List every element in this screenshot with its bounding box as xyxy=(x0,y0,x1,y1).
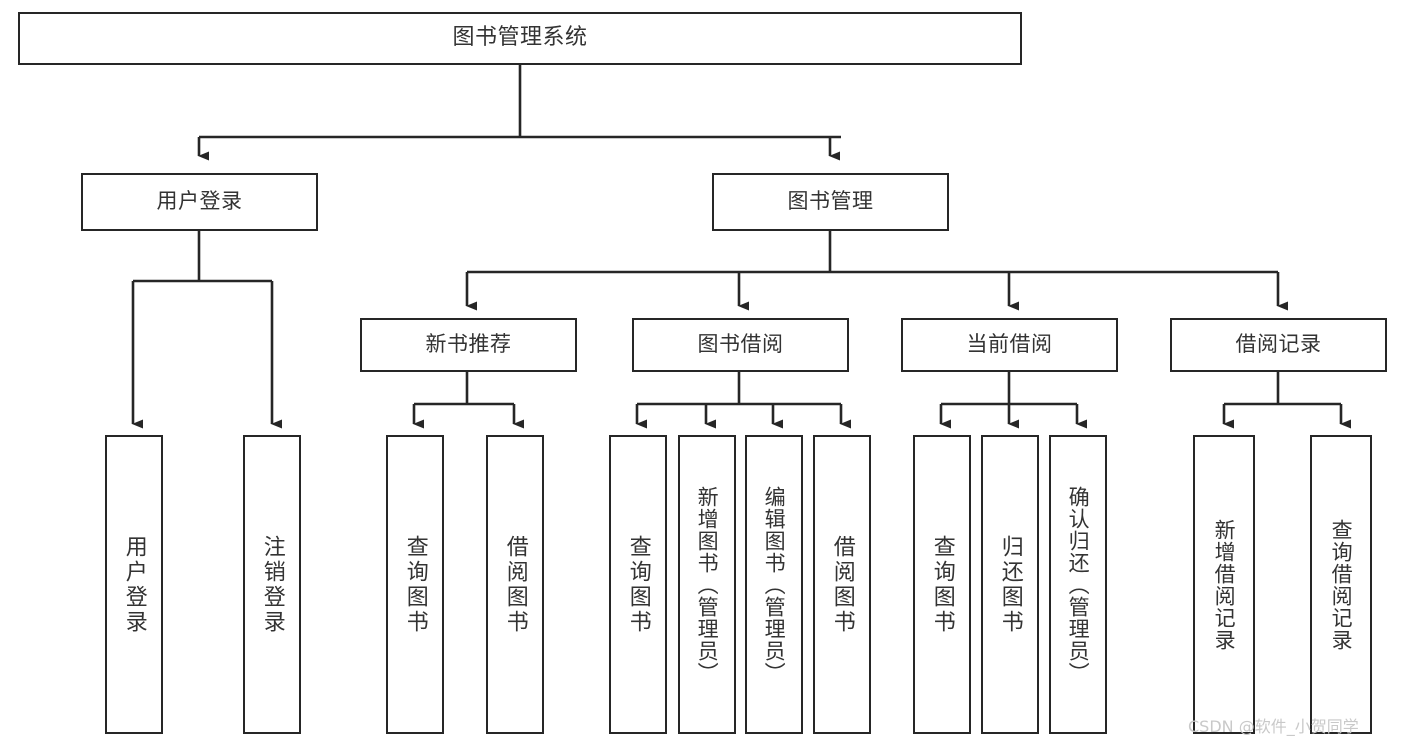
leaf-borrow-add-book-admin[interactable]: 新增图书（管理员） xyxy=(678,435,736,734)
node-label: 注销登录 xyxy=(259,534,285,635)
node-label: 新书推荐 xyxy=(425,332,512,357)
node-label: 确认归还（管理员） xyxy=(1066,485,1091,684)
node-label: 借阅记录 xyxy=(1235,332,1322,357)
leaf-borrow-borrow-book[interactable]: 借阅图书 xyxy=(813,435,871,734)
node-new-book-recommend[interactable]: 新书推荐 xyxy=(360,318,577,372)
node-book-management[interactable]: 图书管理 xyxy=(712,173,949,231)
node-book-borrow[interactable]: 图书借阅 xyxy=(632,318,849,372)
leaf-current-return-book[interactable]: 归还图书 xyxy=(981,435,1039,734)
node-root-system[interactable]: 图书管理系统 xyxy=(18,12,1022,65)
node-label: 图书管理 xyxy=(787,189,874,214)
leaf-user-login-logout[interactable]: 注销登录 xyxy=(243,435,301,734)
node-label: 图书借阅 xyxy=(697,332,784,357)
node-borrow-records[interactable]: 借阅记录 xyxy=(1170,318,1387,372)
node-label: 借阅图书 xyxy=(502,534,528,635)
leaf-recommend-borrow-book[interactable]: 借阅图书 xyxy=(486,435,544,734)
leaf-current-confirm-return-admin[interactable]: 确认归还（管理员） xyxy=(1049,435,1107,734)
leaf-borrow-edit-book-admin[interactable]: 编辑图书（管理员） xyxy=(745,435,803,734)
node-label: 归还图书 xyxy=(997,534,1023,635)
leaf-recommend-query-book[interactable]: 查询图书 xyxy=(386,435,444,734)
node-label: 查询图书 xyxy=(402,534,428,635)
node-current-borrow[interactable]: 当前借阅 xyxy=(901,318,1118,372)
node-label: 借阅图书 xyxy=(829,534,855,635)
node-label: 查询图书 xyxy=(625,534,651,635)
leaf-records-add-record[interactable]: 新增借阅记录 xyxy=(1193,435,1255,734)
leaf-borrow-query-book[interactable]: 查询图书 xyxy=(609,435,667,734)
node-label: 查询借阅记录 xyxy=(1329,518,1354,651)
csdn-watermark: CSDN @软件_小贺同学 xyxy=(1188,717,1359,736)
node-label: 用户登录 xyxy=(121,534,147,635)
node-label: 新增借阅记录 xyxy=(1212,518,1237,651)
node-label: 新增图书（管理员） xyxy=(695,485,720,684)
leaf-user-login-login[interactable]: 用户登录 xyxy=(105,435,163,734)
node-user-login[interactable]: 用户登录 xyxy=(81,173,318,231)
leaf-current-query-book[interactable]: 查询图书 xyxy=(913,435,971,734)
node-label: 编辑图书（管理员） xyxy=(762,485,787,684)
leaf-records-query-record[interactable]: 查询借阅记录 xyxy=(1310,435,1372,734)
node-label: 当前借阅 xyxy=(966,332,1053,357)
node-label: 用户登录 xyxy=(156,189,243,214)
node-label: 查询图书 xyxy=(929,534,955,635)
node-label: 图书管理系统 xyxy=(452,25,588,51)
